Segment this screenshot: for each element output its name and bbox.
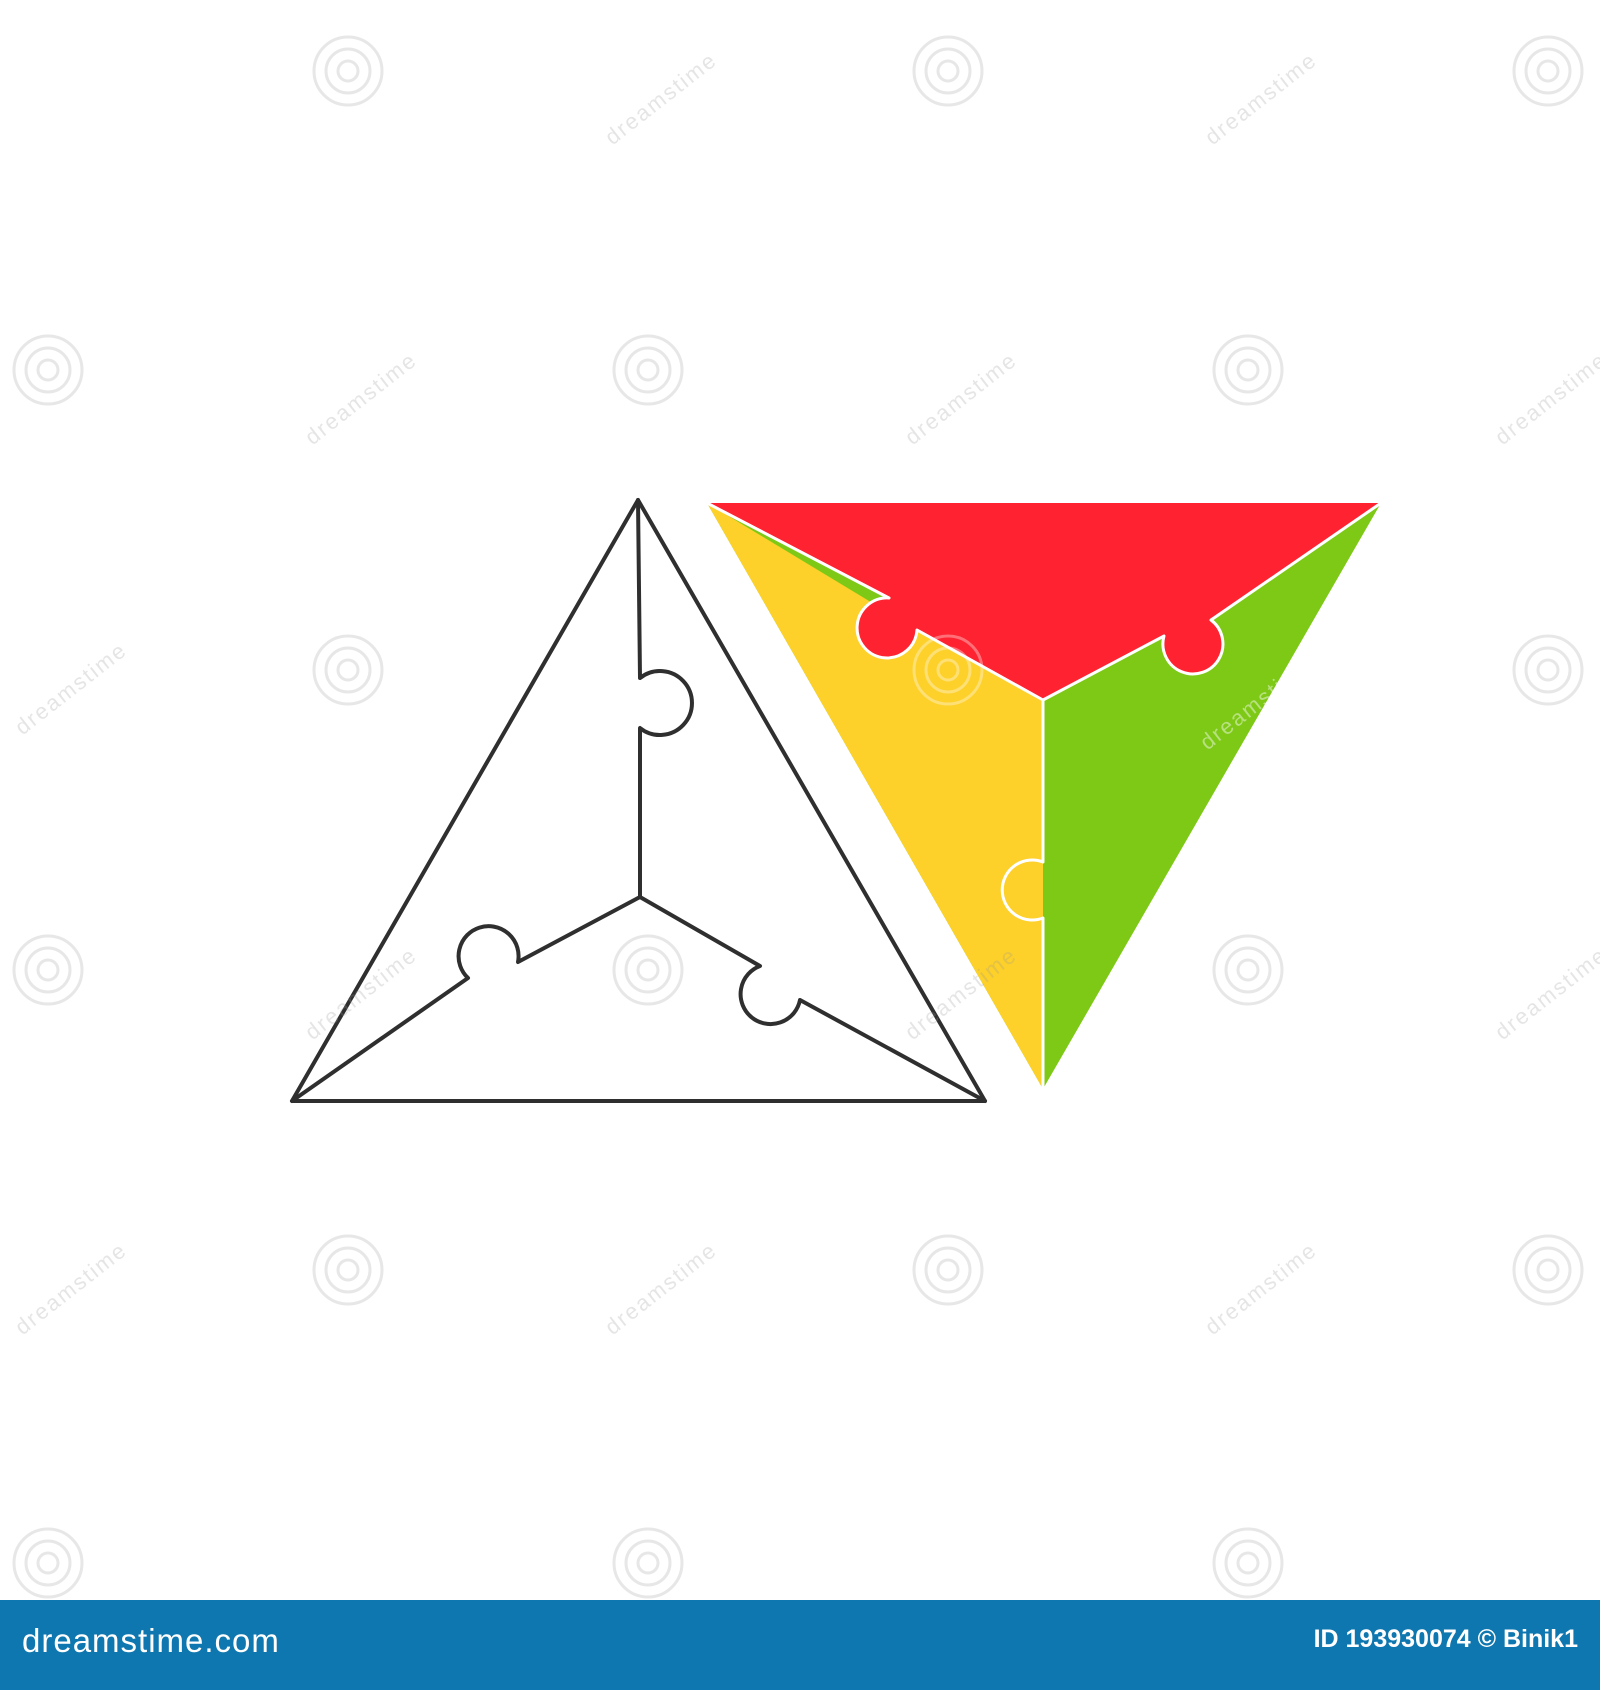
outline-triangle-border [290, 498, 987, 1103]
footer-bar: dreamstime.com ID 193930074 © Binik1 [0, 1600, 1600, 1690]
outline-seam-vertical [636, 498, 694, 899]
puzzle-piece-red [707, 503, 1381, 700]
colored-seam-left [706, 501, 1044, 702]
puzzle-piece-yellow [707, 503, 1043, 1089]
image-id-credit: ID 193930074 © Binik1 [1313, 1625, 1578, 1653]
puzzle-artwork [290, 498, 1382, 1103]
brand-logo-text: dreamstime.com [22, 1622, 280, 1659]
outline-seam-right [638, 895, 987, 1103]
colored-seam-right [1042, 501, 1382, 702]
colored-triangle-puzzle-icon [706, 501, 1382, 1089]
colored-seam-vertical [1000, 700, 1045, 1089]
outline-seam-left [290, 895, 642, 1103]
outline-triangle-puzzle-icon [290, 498, 987, 1103]
